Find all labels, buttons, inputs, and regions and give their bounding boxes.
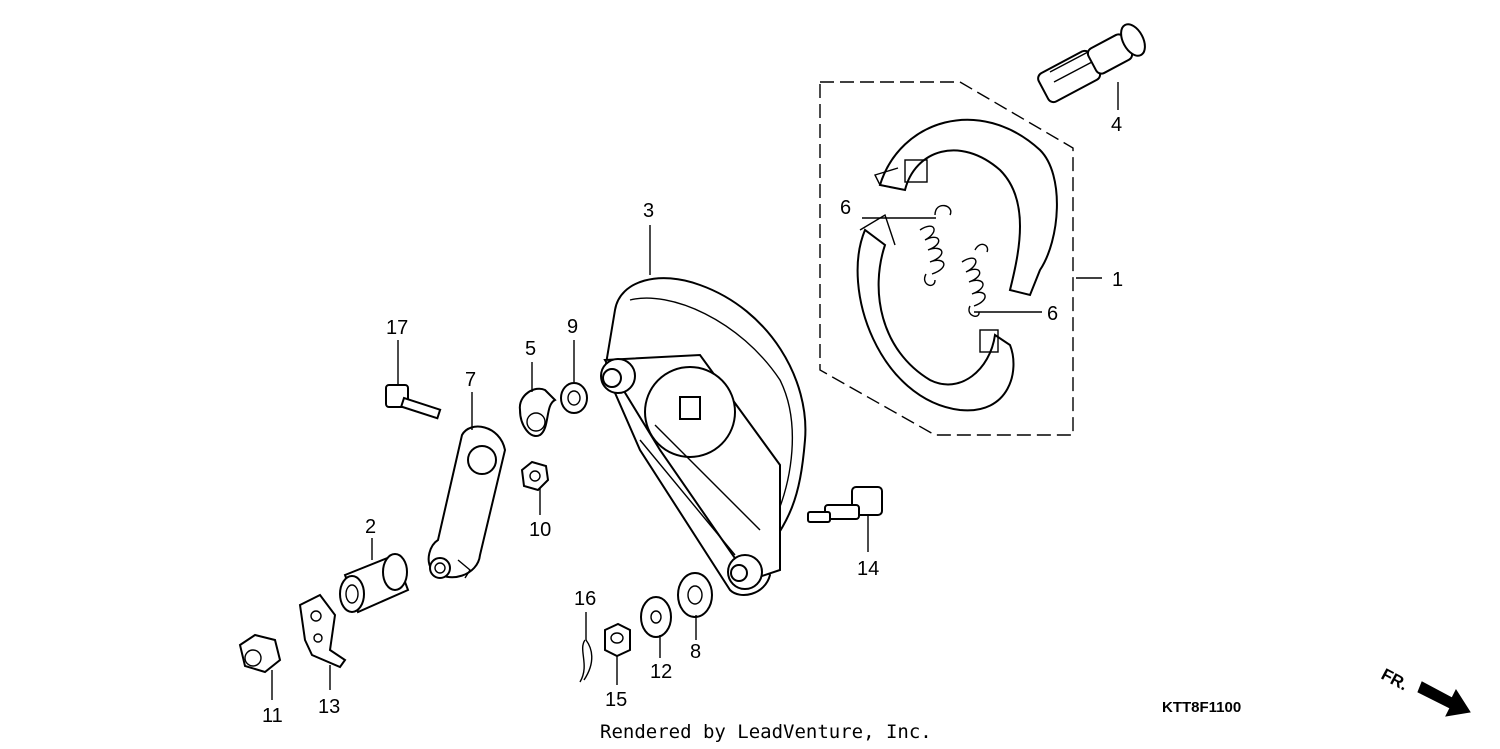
brake-panel[interactable]: [600, 277, 807, 596]
brake-cam[interactable]: [1036, 20, 1150, 104]
callout-6-upper: 6: [840, 197, 851, 219]
bolt-17[interactable]: [385, 384, 442, 420]
brake-shoe-set[interactable]: [819, 81, 1074, 436]
callout-14: 14: [857, 558, 879, 580]
callout-4: 4: [1111, 114, 1122, 136]
front-marker-label: FR.: [1378, 665, 1411, 695]
front-arrow-icon: [1417, 681, 1471, 717]
callout-16: 16: [574, 588, 596, 610]
diagram-code: KTT8F1100: [1162, 699, 1241, 716]
callout-15: 15: [605, 689, 627, 711]
callout-6-lower: 6: [1047, 303, 1058, 325]
collar[interactable]: [339, 553, 410, 614]
leader-lines: [271, 82, 1119, 700]
callout-10: 10: [529, 519, 551, 541]
nut-15[interactable]: [604, 622, 631, 658]
plate-13[interactable]: [298, 593, 347, 669]
cotter-pin[interactable]: [579, 639, 593, 683]
callout-9: 9: [567, 316, 578, 338]
wear-indicator[interactable]: [518, 387, 557, 437]
callout-1: 1: [1112, 269, 1123, 291]
callout-3: 3: [643, 200, 654, 222]
nut-10[interactable]: [520, 460, 550, 492]
washer-12[interactable]: [640, 596, 672, 638]
brake-arm[interactable]: [427, 425, 507, 579]
bolt-14[interactable]: [807, 486, 883, 523]
seal-9[interactable]: [560, 382, 588, 414]
callout-13: 13: [318, 696, 340, 718]
spring-lower[interactable]: [961, 243, 989, 317]
callout-12: 12: [650, 661, 672, 683]
callout-11: 11: [262, 705, 283, 727]
callout-17: 17: [386, 317, 408, 339]
spring-upper[interactable]: [919, 204, 952, 287]
washer-8[interactable]: [677, 572, 713, 618]
callout-5: 5: [525, 338, 536, 360]
callout-7: 7: [465, 369, 476, 391]
callout-8: 8: [690, 641, 701, 663]
nut-11[interactable]: [238, 633, 282, 674]
callout-2: 2: [365, 516, 376, 538]
render-credit: Rendered by LeadVenture, Inc.: [600, 721, 932, 743]
